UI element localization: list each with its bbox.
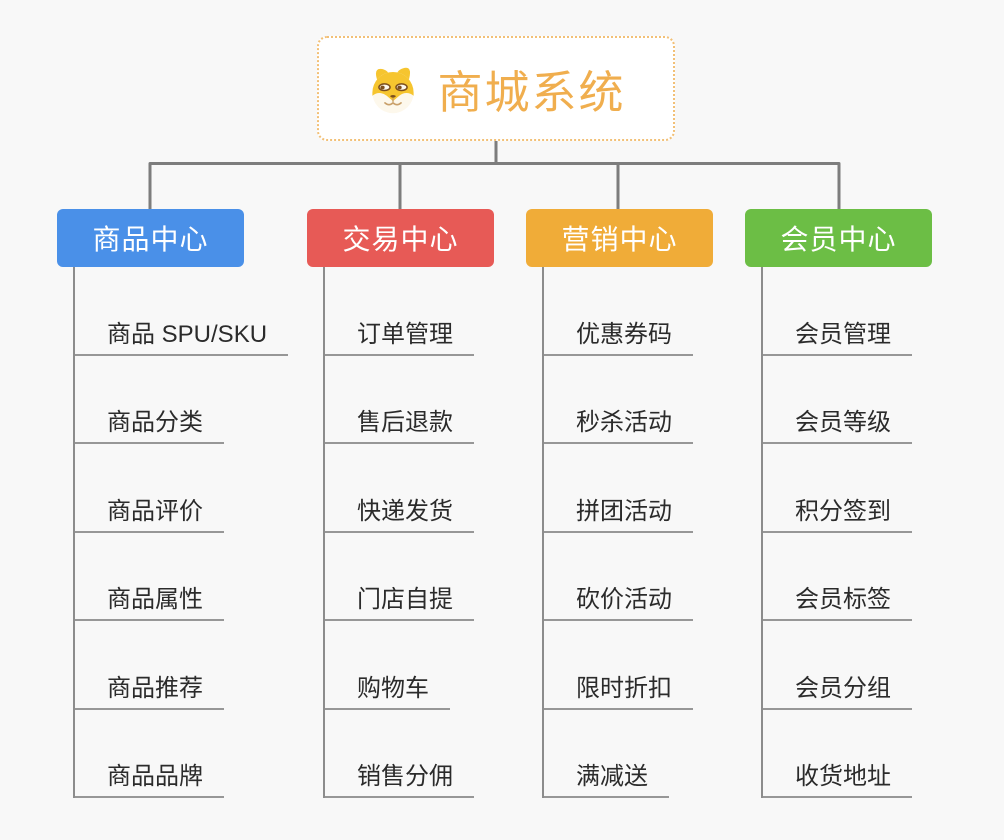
mindmap-node-row: 售后退款	[325, 356, 474, 444]
root-title: 商城系统	[437, 67, 626, 118]
node-label[interactable]: 会员分组	[763, 668, 912, 710]
mindmap-node-row: 快递发货	[325, 444, 474, 533]
branch-header[interactable]: 会员中心	[745, 209, 932, 267]
root-node[interactable]: 商城系统	[317, 36, 675, 141]
branch-items: 会员管理会员等级积分签到会员标签会员分组收货地址	[761, 267, 912, 798]
node-label[interactable]: 秒杀活动	[544, 402, 693, 444]
node-label[interactable]: 商品推荐	[75, 668, 224, 710]
node-label[interactable]: 快递发货	[325, 491, 474, 533]
node-label[interactable]: 会员等级	[763, 402, 912, 444]
mindmap-node-row: 秒杀活动	[544, 356, 693, 444]
mindmap-node-row: 商品评价	[75, 444, 288, 533]
branch-4: 会员中心会员管理会员等级积分签到会员标签会员分组收货地址	[745, 209, 932, 798]
mindmap-node-row: 会员分组	[763, 621, 912, 710]
node-label[interactable]: 优惠券码	[544, 314, 693, 356]
mindmap-node-row: 门店自提	[325, 533, 474, 621]
node-label[interactable]: 商品属性	[75, 579, 224, 621]
branch-header[interactable]: 营销中心	[526, 209, 713, 267]
branch-1: 商品中心商品 SPU/SKU 商品分类商品评价商品属性商品推荐商品品牌	[57, 209, 289, 798]
mindmap-node-row: 商品分类	[75, 356, 288, 444]
mindmap-node-row: 会员等级	[763, 356, 912, 444]
node-label[interactable]: 砍价活动	[544, 579, 693, 621]
mindmap-node-row: 商品推荐	[75, 621, 288, 710]
mindmap-node-row: 购物车	[325, 621, 474, 710]
mindmap-node-row: 优惠券码	[544, 267, 693, 356]
shiba-dog-icon	[366, 63, 420, 115]
node-label[interactable]: 商品 SPU/SKU	[75, 314, 289, 356]
node-label[interactable]: 限时折扣	[544, 668, 693, 710]
node-label[interactable]: 订单管理	[325, 314, 474, 356]
node-label[interactable]: 销售分佣	[325, 756, 474, 798]
node-label[interactable]: 商品品牌	[75, 756, 224, 798]
mindmap-node-row: 会员管理	[763, 267, 912, 356]
mindmap-node-row: 订单管理	[325, 267, 474, 356]
branch-items: 商品 SPU/SKU 商品分类商品评价商品属性商品推荐商品品牌	[73, 267, 289, 798]
mindmap-node-row: 销售分佣	[325, 710, 474, 798]
node-label[interactable]: 拼团活动	[544, 491, 693, 533]
node-label[interactable]: 会员标签	[763, 579, 912, 621]
node-label[interactable]: 购物车	[325, 668, 450, 710]
node-label[interactable]: 积分签到	[763, 491, 912, 533]
mindmap-node-row: 商品属性	[75, 533, 288, 621]
branch-3: 营销中心优惠券码秒杀活动拼团活动砍价活动限时折扣满减送	[526, 209, 713, 798]
mindmap-node-row: 砍价活动	[544, 533, 693, 621]
mindmap-node-row: 收货地址	[763, 710, 912, 798]
mindmap-node-row: 拼团活动	[544, 444, 693, 533]
branch-header[interactable]: 交易中心	[307, 209, 494, 267]
mindmap-node-row: 限时折扣	[544, 621, 693, 710]
node-label[interactable]: 满减送	[544, 756, 669, 798]
node-label[interactable]: 收货地址	[763, 756, 912, 798]
node-label[interactable]: 商品分类	[75, 402, 224, 444]
node-label[interactable]: 售后退款	[325, 402, 474, 444]
mindmap-node-row: 商品 SPU/SKU	[75, 267, 289, 356]
branch-header[interactable]: 商品中心	[57, 209, 244, 267]
mindmap-node-row: 积分签到	[763, 444, 912, 533]
mindmap-node-row: 商品品牌	[75, 710, 288, 798]
node-label[interactable]: 门店自提	[325, 579, 474, 621]
node-label[interactable]: 商品评价	[75, 491, 224, 533]
mindmap-node-row: 满减送	[544, 710, 693, 798]
branch-items: 订单管理售后退款快递发货门店自提购物车销售分佣	[323, 267, 474, 798]
mindmap-node-row: 会员标签	[763, 533, 912, 621]
branch-2: 交易中心订单管理售后退款快递发货门店自提购物车销售分佣	[307, 209, 494, 798]
node-label[interactable]: 会员管理	[763, 314, 912, 356]
branch-items: 优惠券码秒杀活动拼团活动砍价活动限时折扣满减送	[542, 267, 693, 798]
